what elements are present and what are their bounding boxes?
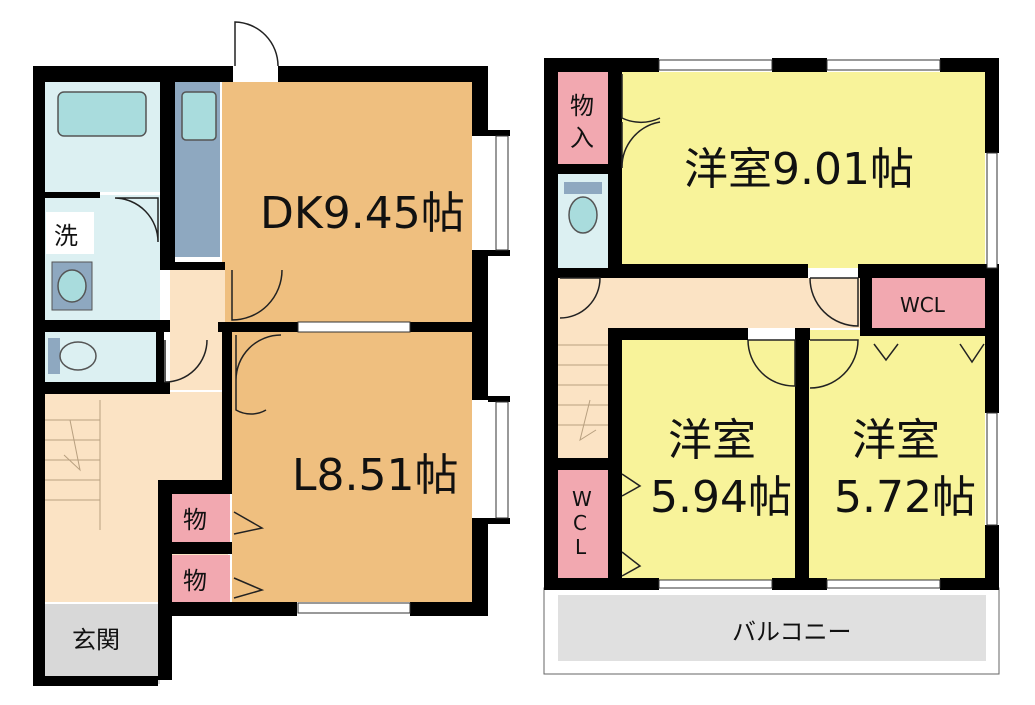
western-right-label-2: 5.72帖 <box>834 472 976 523</box>
stairs-2-icon <box>558 344 610 442</box>
wcl-left-label-1: W <box>572 487 592 511</box>
entrance-label: 玄関 <box>72 626 120 654</box>
toilet-bowl-icon <box>59 341 97 371</box>
floor-2 <box>543 58 1000 675</box>
western-right-label-1: 洋室 <box>852 415 940 466</box>
stairs-icon <box>45 400 101 530</box>
western-main-label: 洋室9.01帖 <box>684 144 914 195</box>
windows-floor-1 <box>297 135 509 614</box>
western-right-floor <box>808 330 985 580</box>
wcl-right-floor <box>870 278 985 328</box>
stair-2-floor <box>558 328 610 458</box>
storage-top-label-1: 物 <box>570 92 594 120</box>
wash-label: 洗 <box>54 222 78 250</box>
walls-floor-2 <box>544 58 999 590</box>
floor-1 <box>33 21 510 686</box>
western-left-label-2: 5.94帖 <box>650 472 792 523</box>
walls-floor-1 <box>33 66 510 686</box>
balcony-label: バルコニー <box>732 618 852 646</box>
hall-2-floor <box>558 278 860 328</box>
toilet-bowl-2-icon <box>568 196 598 234</box>
storage-top-floor <box>558 72 608 164</box>
toilet-tank-icon <box>48 338 60 374</box>
toilet-tank-2-icon <box>564 182 602 194</box>
sink-counter-icon <box>181 91 217 141</box>
wash-label-box <box>46 212 94 254</box>
storage-b-label: 物 <box>183 567 207 595</box>
wcl-right-label: WCL <box>900 293 946 317</box>
doors-floor-1 <box>114 21 283 599</box>
bathtub-icon <box>57 91 147 137</box>
storage-a-label: 物 <box>183 506 207 534</box>
western-left-label-1: 洋室 <box>668 415 756 466</box>
wcl-left-floor <box>558 470 608 580</box>
labels: DK9.45帖 L8.51帖 物 物 洗 玄関 洋室9.01帖 物 入 WCL … <box>54 92 976 654</box>
balcony-floor <box>558 595 986 661</box>
windows-floor-2 <box>658 59 998 589</box>
hall-floor <box>170 270 225 390</box>
storage-b-floor <box>172 555 230 603</box>
wcl-left-label-3: L <box>575 535 587 559</box>
living-label: L8.51帖 <box>292 450 458 501</box>
wcl-left-label-2: C <box>573 511 587 535</box>
washbasin-icon <box>57 269 87 303</box>
living-floor <box>232 332 472 602</box>
storage-top-label-2: 入 <box>570 124 594 152</box>
storage-a-floor <box>172 494 230 542</box>
entrance-floor <box>45 604 160 684</box>
dk-label: DK9.45帖 <box>260 188 465 239</box>
western-left-floor <box>622 340 797 580</box>
dk-floor <box>222 82 472 322</box>
doors-floor-2 <box>559 74 985 577</box>
western-main-floor <box>620 72 985 268</box>
